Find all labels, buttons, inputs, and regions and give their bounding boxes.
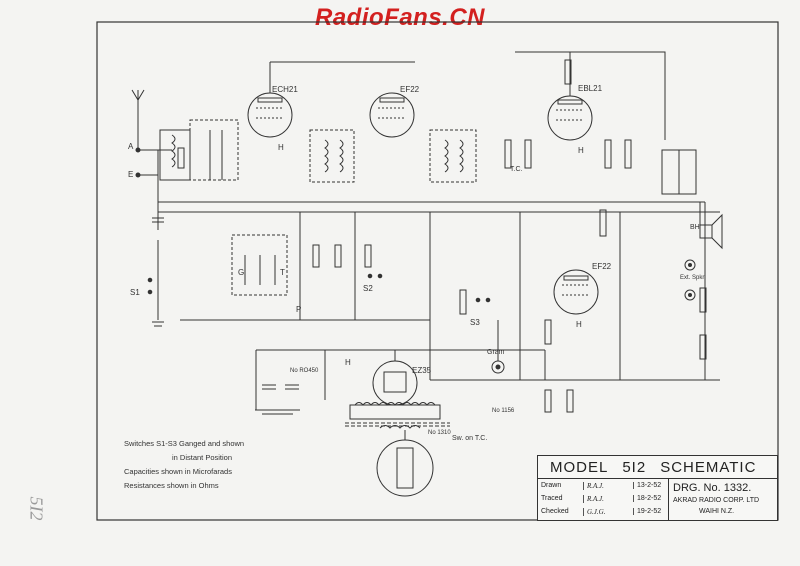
- title-block-row: Checked G.J.G. 19-2-52: [538, 505, 777, 518]
- note-line: in Distant Position: [172, 453, 233, 462]
- tube-label-ebl21: EBL21: [578, 84, 603, 93]
- earth-terminal-label: E: [128, 170, 134, 179]
- drawing-number: DRG. No. 1332.: [673, 482, 752, 494]
- row-date: 18-2-52: [633, 495, 673, 502]
- padder-p-label: P: [296, 305, 302, 314]
- heater-h1-label: H: [278, 143, 284, 152]
- note-line: Capacities shown in Microfarads: [124, 467, 232, 476]
- row-signature: G.J.G.: [583, 507, 633, 516]
- row-key: Drawn: [541, 482, 562, 489]
- row-key: Checked: [541, 508, 569, 515]
- company-location: WAIHI N.Z.: [699, 508, 735, 515]
- title-block-company: DRG. No. 1332. AKRAD RADIO CORP. LTD WAI…: [668, 479, 777, 520]
- switch-on-tc-label: Sw. on T.C.: [452, 435, 488, 442]
- model-label: MODEL: [550, 458, 609, 476]
- title-block-row: Traced R.A.J. 18-2-52: [538, 492, 777, 505]
- row-signature: R.A.J.: [583, 481, 633, 490]
- output-part-label: No 1156: [492, 408, 515, 414]
- title-block-row: Drawn R.A.J. 13-2-52: [538, 479, 777, 492]
- row-key: Traced: [541, 495, 563, 502]
- tube-label-ez35: EZ35: [412, 366, 432, 375]
- tube-label-ech21: ECH21: [272, 85, 298, 94]
- margin-handwriting: 5I2: [26, 496, 47, 521]
- gram-socket-label: Gram: [487, 349, 505, 356]
- heater-h2-label: H: [578, 146, 584, 155]
- row-date: 13-2-52: [633, 482, 673, 489]
- tube-label-ef22-audio: EF22: [592, 262, 612, 271]
- tube-label-ef22-if: EF22: [400, 85, 420, 94]
- switch-s2-label: S2: [363, 284, 373, 293]
- switch-s1-label: S1: [130, 288, 140, 297]
- note-line: Switches S1-S3 Ganged and shown: [124, 439, 245, 448]
- heater-h4-label: H: [576, 320, 582, 329]
- transformer-part-label: No 1310: [428, 430, 451, 436]
- model-number: 5I2: [622, 458, 647, 476]
- speaker-label: BH: [690, 224, 700, 231]
- gang-g-label: G: [238, 268, 245, 277]
- title-block-header: MODEL 5I2 SCHEMATIC: [538, 456, 777, 479]
- choke-part-label: No RO450: [290, 368, 319, 374]
- gang-t-label: T: [280, 268, 285, 277]
- row-date: 19-2-52: [633, 508, 673, 515]
- row-signature: R.A.J.: [583, 494, 633, 503]
- ext-speaker-label: Ext. Spkr: [680, 275, 705, 281]
- heater-h3-label: H: [345, 358, 351, 367]
- note-line: Resistances shown in Ohms: [124, 481, 219, 490]
- watermark-logo: RadioFans.CN: [314, 4, 485, 31]
- title-block: MODEL 5I2 SCHEMATIC Drawn R.A.J. 13-2-52…: [537, 455, 778, 521]
- schematic-notes: Switches S1-S3 Ganged and shown in Dista…: [124, 437, 244, 493]
- tone-control-label: T.C.: [510, 166, 523, 173]
- drawing-title: SCHEMATIC: [660, 458, 757, 476]
- switch-s3-label: S3: [470, 318, 480, 327]
- aerial-terminal-label: A: [128, 142, 134, 151]
- company-name: AKRAD RADIO CORP. LTD: [673, 497, 760, 504]
